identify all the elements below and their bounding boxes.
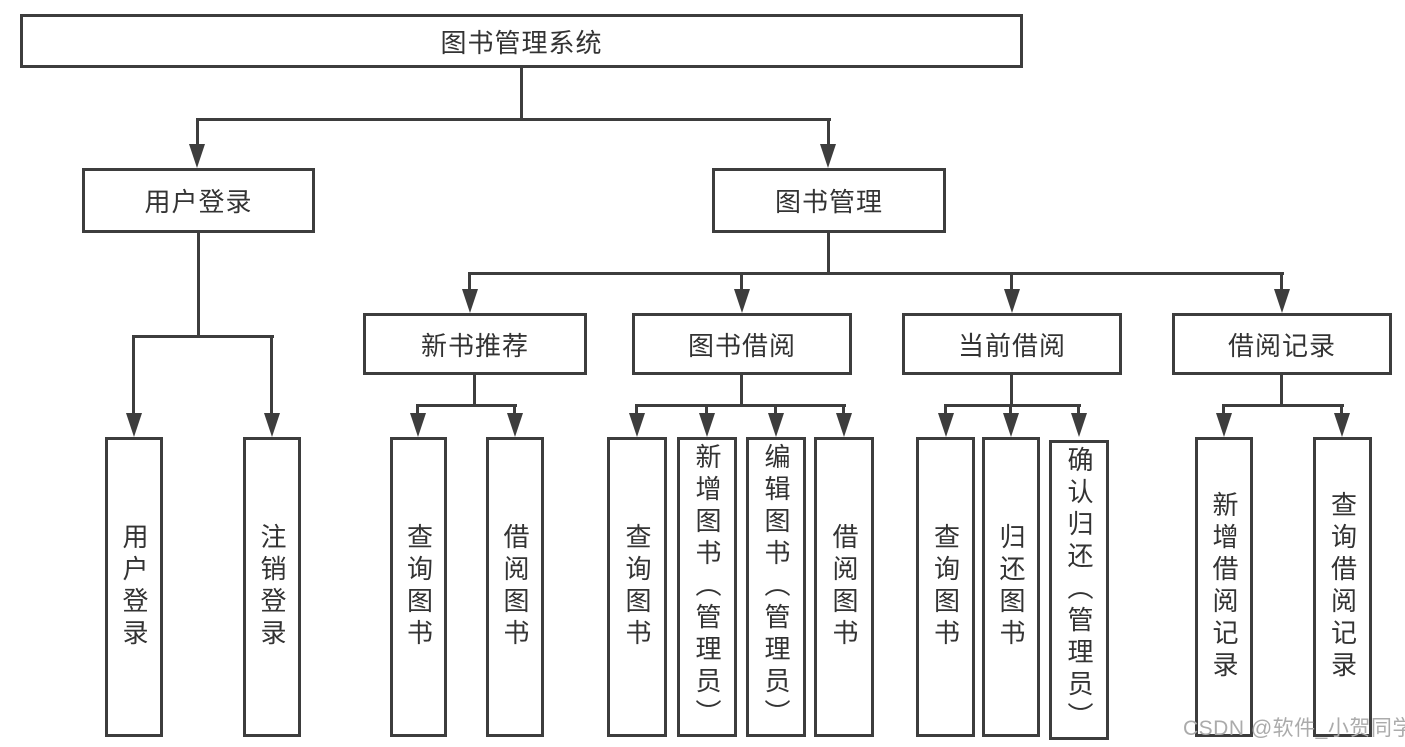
node-label: 借阅记录 — [1227, 330, 1336, 361]
node-book-borrowing: 图书借阅 — [632, 313, 852, 375]
connector-mgmt-bar — [468, 272, 1284, 275]
arrow-down-icon — [768, 413, 784, 437]
connector-borrowing-stem — [740, 375, 743, 407]
leaf-user-login: 用户登录 — [105, 437, 163, 737]
connector-borrowing-drop-4 — [842, 404, 845, 416]
connector-current-stem — [1010, 375, 1013, 407]
arrow-down-icon — [1004, 289, 1020, 313]
connector-borrowing-drop-1 — [635, 404, 638, 416]
leaf-add-book-admin: 新增图书（管理员） — [677, 437, 737, 737]
leaf-borrow-books-borrowing: 借阅图书 — [814, 437, 874, 737]
arrow-down-icon — [1071, 413, 1087, 437]
arrow-down-icon — [629, 413, 645, 437]
connector-root-right-drop — [827, 118, 830, 146]
connector-current-drop-3 — [1077, 404, 1080, 416]
arrow-down-icon — [1216, 413, 1232, 437]
connector-recommend-drop-1 — [416, 404, 419, 416]
leaf-label: 注销登录 — [257, 523, 287, 651]
connector-mgmt-drop-1 — [468, 272, 471, 292]
leaf-add-borrow-record: 新增借阅记录 — [1195, 437, 1253, 737]
connector-records-drop-1 — [1222, 404, 1225, 416]
connector-root-left-drop — [196, 118, 199, 146]
node-label: 图书管理系统 — [440, 27, 603, 58]
connector-records-drop-2 — [1340, 404, 1343, 416]
connector-current-bar — [944, 404, 1081, 407]
node-label: 用户登录 — [144, 187, 253, 217]
leaf-confirm-return-admin: 确认归还（管理员） — [1049, 440, 1109, 740]
connector-recommend-drop-2 — [513, 404, 516, 416]
connector-borrowing-drop-2 — [705, 404, 708, 416]
connector-login-drop-2 — [270, 335, 273, 415]
arrow-down-icon — [189, 144, 205, 168]
node-borrowing-records: 借阅记录 — [1172, 313, 1392, 375]
leaf-label: 新增借阅记录 — [1209, 491, 1239, 683]
node-label: 新书推荐 — [420, 330, 529, 361]
arrow-down-icon — [264, 413, 280, 437]
arrow-down-icon — [462, 289, 478, 313]
connector-mgmt-drop-2 — [740, 272, 743, 292]
leaf-label: 借阅图书 — [500, 523, 530, 651]
arrow-down-icon — [836, 413, 852, 437]
connector-login-bar — [132, 335, 274, 338]
node-current-borrowing: 当前借阅 — [902, 313, 1122, 375]
leaf-query-books-recommend: 查询图书 — [390, 437, 447, 737]
leaf-query-borrow-record: 查询借阅记录 — [1313, 437, 1372, 737]
node-library-management-system: 图书管理系统 — [20, 14, 1023, 68]
leaf-query-books-current: 查询图书 — [916, 437, 975, 737]
node-label: 图书管理 — [774, 187, 883, 217]
connector-root-stem — [520, 68, 523, 120]
arrow-down-icon — [410, 413, 426, 437]
leaf-label: 确认归还（管理员） — [1064, 446, 1094, 734]
leaf-label: 查询图书 — [930, 523, 961, 651]
leaf-label: 借阅图书 — [829, 523, 859, 651]
leaf-label: 归还图书 — [996, 523, 1026, 651]
arrow-down-icon — [126, 413, 142, 437]
connector-mgmt-drop-3 — [1010, 272, 1013, 292]
arrow-down-icon — [734, 289, 750, 313]
arrow-down-icon — [699, 413, 715, 437]
node-new-book-recommend: 新书推荐 — [363, 313, 587, 375]
leaf-borrow-books-recommend: 借阅图书 — [486, 437, 544, 737]
connector-records-stem — [1280, 375, 1283, 407]
arrow-down-icon — [938, 413, 954, 437]
leaf-query-books-borrowing: 查询图书 — [607, 437, 667, 737]
arrow-down-icon — [820, 144, 836, 168]
leaf-label: 用户登录 — [119, 523, 149, 651]
csdn-watermark: CSDN @软件_小贺同学 — [1183, 717, 1405, 740]
leaf-return-books: 归还图书 — [982, 437, 1040, 737]
leaf-logout: 注销登录 — [243, 437, 301, 737]
leaf-label: 查询图书 — [622, 523, 652, 651]
connector-recommend-stem — [473, 375, 476, 407]
node-label: 图书借阅 — [687, 330, 796, 361]
leaf-label: 编辑图书（管理员） — [761, 443, 791, 731]
arrow-down-icon — [1274, 289, 1290, 313]
leaf-label: 新增图书（管理员） — [692, 443, 722, 731]
connector-current-drop-2 — [1009, 404, 1012, 416]
node-user-login-module: 用户登录 — [82, 168, 315, 233]
arrow-down-icon — [1334, 413, 1350, 437]
node-book-management-module: 图书管理 — [712, 168, 946, 233]
connector-recommend-bar — [416, 404, 517, 407]
arrow-down-icon — [507, 413, 523, 437]
connector-records-bar — [1222, 404, 1344, 407]
arrow-down-icon — [1003, 413, 1019, 437]
leaf-label: 查询图书 — [403, 523, 434, 651]
connector-mgmt-stem — [827, 233, 830, 275]
node-label: 当前借阅 — [957, 330, 1066, 361]
connector-login-drop-1 — [132, 335, 135, 415]
connector-current-drop-1 — [944, 404, 947, 416]
connector-mgmt-drop-4 — [1280, 272, 1283, 292]
connector-borrowing-bar — [635, 404, 846, 407]
connector-login-stem — [197, 233, 200, 337]
connector-borrowing-drop-3 — [774, 404, 777, 416]
leaf-label: 查询借阅记录 — [1327, 491, 1358, 683]
connector-root-bar — [196, 118, 831, 121]
leaf-edit-book-admin: 编辑图书（管理员） — [746, 437, 806, 737]
